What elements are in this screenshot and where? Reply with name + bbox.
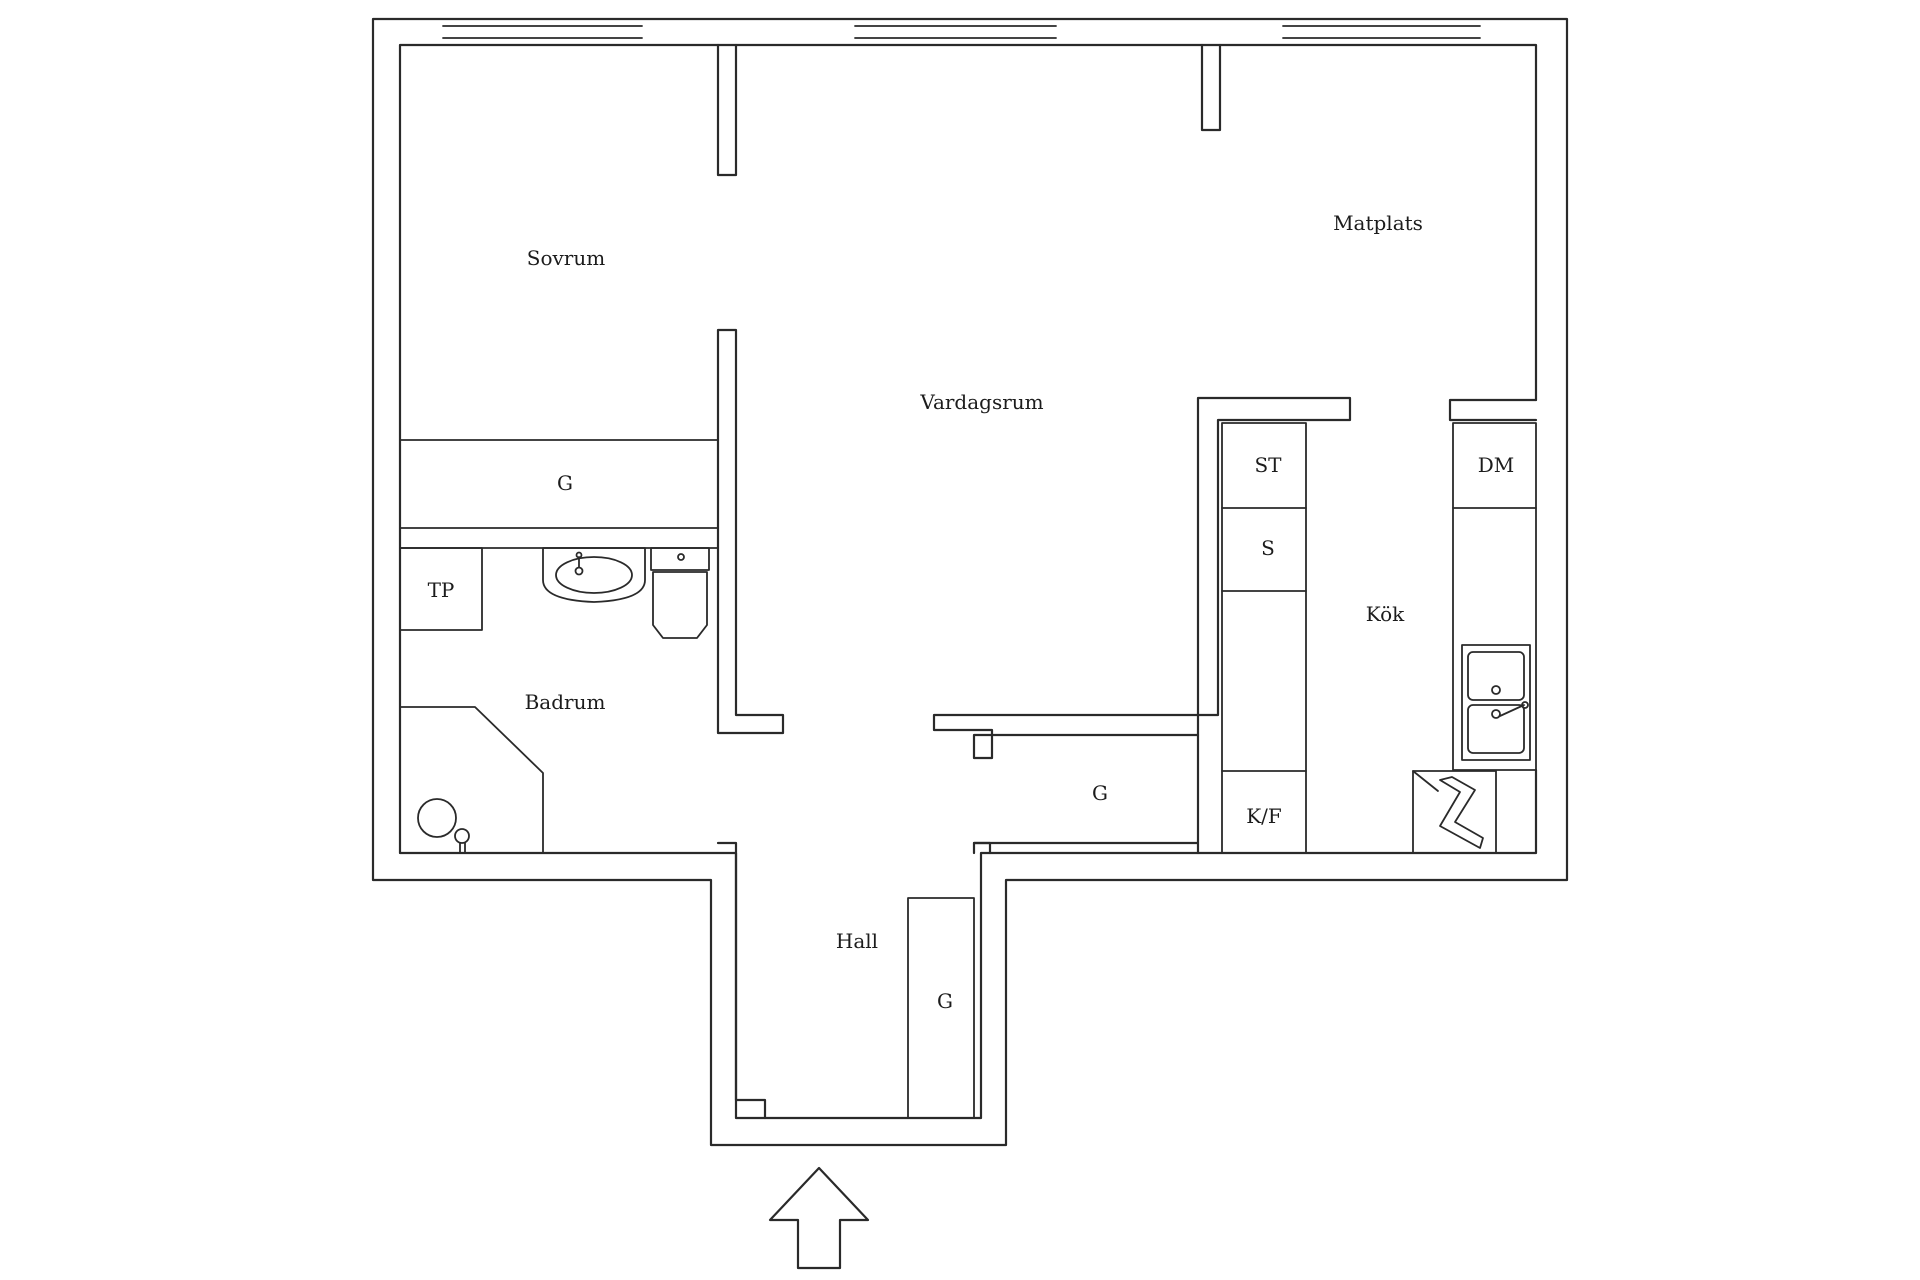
kitchen-counter-left [1221,422,1307,854]
label-matplats: Matplats [1333,211,1423,235]
label-towel-cabinet: TP [428,578,455,602]
kitchen-counter-right [1452,422,1537,771]
label-dishwasher: DM [1478,453,1515,477]
hall-door-jamb [734,1098,767,1120]
wardrobe-hall [907,897,975,1119]
entrance-arrow-icon [768,1166,870,1270]
partition-wall-kitchen [932,396,1352,760]
label-badrum: Badrum [525,690,606,714]
toilet-icon [650,547,710,639]
partition-wall-kitchen-right [1448,398,1538,422]
outer-wall-inner-line [398,43,1538,1120]
wardrobe-sovrum [399,439,719,529]
label-fridge-freezer: K/F [1246,804,1282,828]
label-sovrum: Sovrum [527,246,605,270]
hall-wall-right [972,841,992,855]
closet-wall-lower [972,733,1200,855]
sink-icon [542,547,646,603]
kitchen-sink-icon [1461,644,1531,761]
label-wardrobe-hall: G [937,989,953,1013]
label-stove: ST [1254,453,1282,477]
label-hall: Hall [836,929,878,953]
label-kok: Kök [1366,602,1405,626]
partition-wall-center [716,328,785,735]
windows [442,25,1481,39]
label-wardrobe-hall-side: G [1092,781,1108,805]
electrical-cabinet-icon [1412,770,1497,854]
label-wardrobe-sovrum: G [557,471,573,495]
partition-wall-top-right [1200,43,1222,132]
label-vardagsrum: Vardagsrum [919,390,1043,414]
hall-wall-left [716,841,738,1102]
label-cabinet-s: S [1261,536,1275,560]
partition-wall-top-left [716,43,738,177]
outer-wall-outline [371,17,1569,1147]
shower-icon [399,706,544,854]
